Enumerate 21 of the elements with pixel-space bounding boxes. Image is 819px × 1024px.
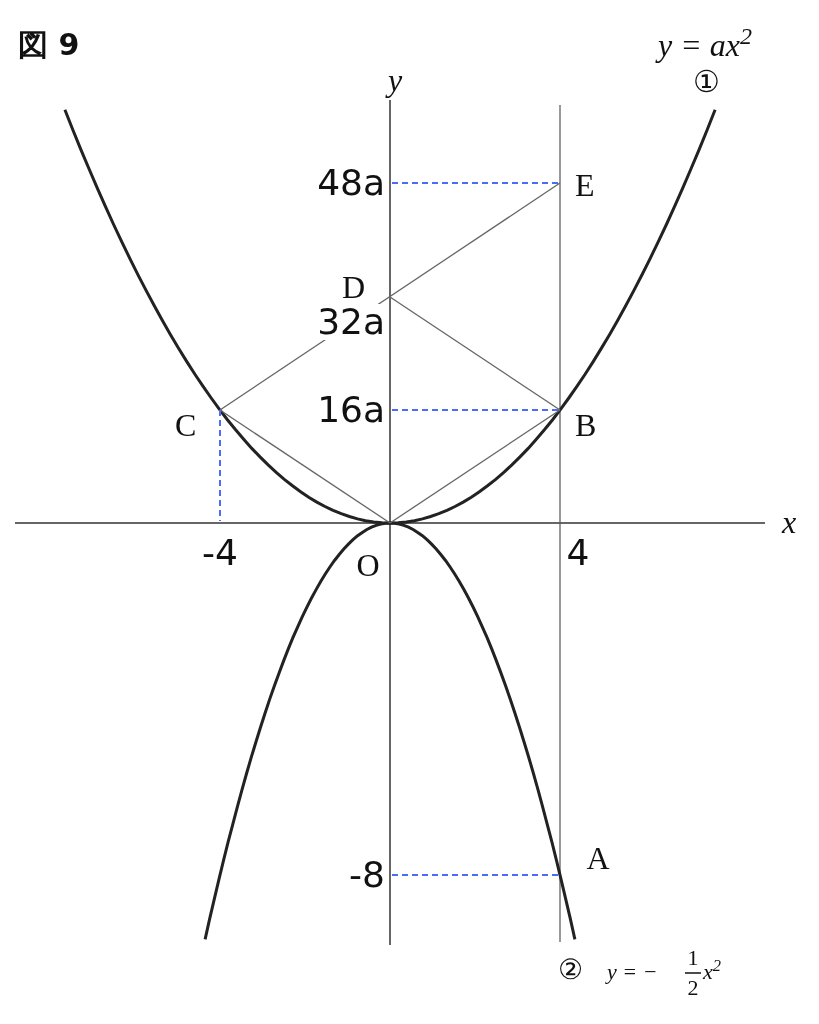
axis-label: x	[782, 506, 797, 538]
point-label: B	[575, 409, 597, 441]
axis-label: y	[387, 64, 403, 96]
fraction-numerator: 1	[687, 947, 699, 969]
equation-label: x$^{2}$	[703, 961, 721, 983]
fraction-denominator: 2	[687, 977, 699, 999]
point-label: D	[342, 271, 366, 303]
curve-number: ①	[692, 67, 720, 97]
value-label: -8	[349, 857, 385, 893]
value-label: 32a	[317, 304, 385, 340]
figure-number: 図 9	[18, 30, 80, 60]
value-label: 4	[566, 535, 590, 571]
point-label: E	[575, 169, 595, 201]
point-label: A	[586, 842, 610, 874]
value-label: 48a	[317, 165, 385, 201]
point-label: C	[175, 409, 197, 441]
point-label: O	[356, 549, 380, 581]
curve-number: ②	[557, 956, 583, 984]
value-label: 16a	[317, 392, 385, 428]
value-label: -4	[202, 535, 238, 571]
equation-label: y = −	[607, 961, 658, 983]
